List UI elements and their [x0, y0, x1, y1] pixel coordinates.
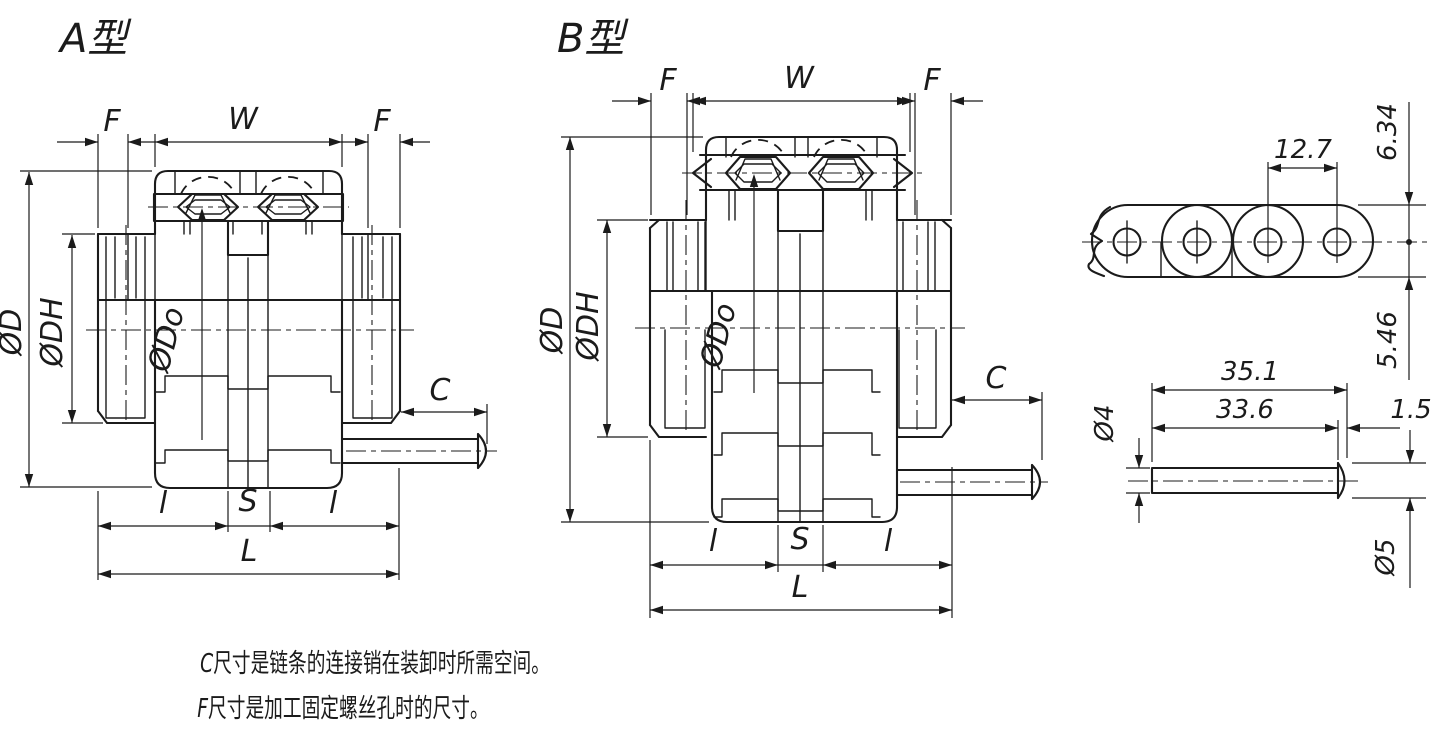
pin-dim-length-total: 35.1: [1221, 357, 1279, 387]
chain-dimensions: 12.7 6.34 5.46: [1267, 102, 1426, 380]
type-a-dim-f-right: F: [373, 104, 391, 139]
type-a-dim-do: ØDo: [141, 304, 192, 378]
connecting-pin-detail-view: Ø4 35.1 33.6 1.5 Ø5: [1090, 357, 1432, 588]
type-a-dim-l-right: l: [329, 486, 338, 521]
pin-dim-head-thickness: 1.5: [1390, 395, 1431, 425]
note-line-2: F尺寸是加工固定螺丝孔时的尺寸。: [197, 694, 488, 724]
type-b-dim-c: C: [986, 361, 1007, 396]
type-a-centerlines: [86, 206, 497, 452]
type-b-view: B型: [535, 16, 1048, 618]
type-b-dim-s: S: [790, 522, 809, 557]
type-b-dim-total: L: [792, 570, 809, 605]
type-b-dimensions: F W F ØD ØDH ØDo C: [535, 61, 1043, 618]
type-a-dim-d: ØD: [0, 309, 29, 358]
type-b-centerlines: [635, 172, 1048, 483]
type-b-dim-f-right: F: [923, 63, 941, 98]
type-b-dim-do: ØDo: [693, 300, 744, 374]
type-a-dim-s: S: [238, 484, 257, 519]
pin-dim-head-dia: Ø5: [1371, 538, 1401, 576]
type-b-dim-w: W: [784, 61, 815, 96]
type-a-dimensions: F W F ØD ØDH ØDo C: [0, 102, 488, 580]
type-b-dim-l-right: l: [884, 524, 893, 559]
pin-dim-shaft-dia: Ø4: [1090, 404, 1120, 442]
type-a-title: A型: [57, 16, 132, 62]
chain-dim-pitch: 12.7: [1274, 135, 1332, 165]
note-line-1: C尺寸是链条的连接销在装卸时所需空间。: [200, 649, 550, 679]
type-a-dim-l-left: l: [159, 486, 168, 521]
type-a-view: A型: [0, 16, 497, 580]
type-b-dim-f-left: F: [659, 63, 677, 98]
type-a-dim-dh: ØDH: [35, 297, 70, 368]
type-b-title: B型: [557, 16, 629, 62]
chain-dim-height-bottom: 5.46: [1373, 311, 1403, 369]
notes: C尺寸是链条的连接销在装卸时所需空间。 F尺寸是加工固定螺丝孔时的尺寸。: [197, 649, 550, 724]
chain-plates: [1087, 203, 1375, 279]
chain-pitch-detail-view: 12.7 6.34 5.46: [1082, 102, 1428, 380]
type-a-dim-total: L: [241, 534, 258, 569]
pin-dimensions: Ø4 35.1 33.6 1.5 Ø5: [1090, 357, 1432, 588]
pin-dim-length-shaft: 33.6: [1216, 395, 1274, 425]
type-a-dim-c: C: [430, 373, 451, 408]
type-a-dim-w: W: [228, 102, 259, 137]
type-a-dim-f-left: F: [103, 104, 121, 139]
type-b-dim-d: ØD: [535, 307, 570, 356]
type-b-dim-l-left: l: [709, 524, 718, 559]
type-b-dim-dh: ØDH: [571, 291, 606, 362]
chain-dim-height-top: 6.34: [1373, 103, 1403, 161]
